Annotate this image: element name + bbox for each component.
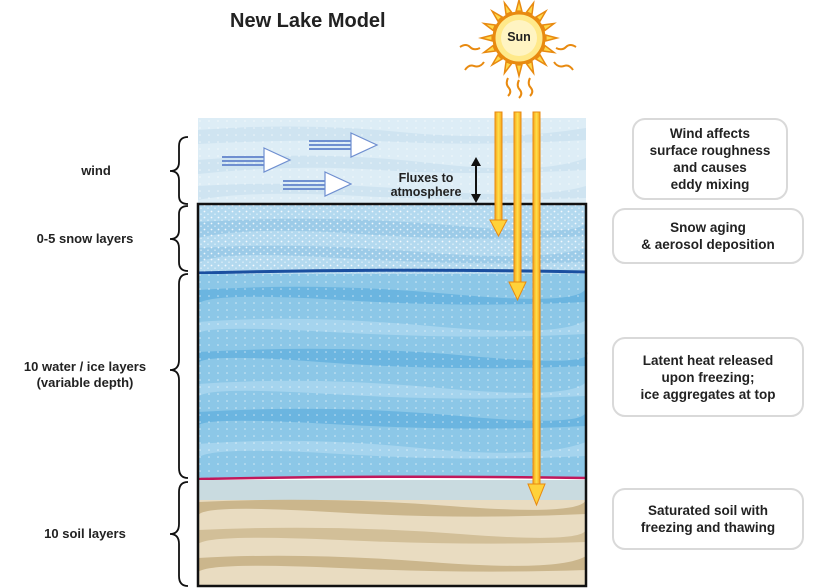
- sun-ray: [545, 34, 560, 42]
- sun-ray: [534, 53, 548, 67]
- sun-icon: [478, 0, 560, 79]
- water-soil-interface: [197, 475, 587, 481]
- solar-ray-2: [508, 111, 527, 302]
- wind-arrow-2: [309, 132, 379, 158]
- note-wind: Wind affects surface roughness and cause…: [632, 118, 788, 200]
- sun-ray: [490, 53, 504, 67]
- sun-ray: [478, 34, 493, 42]
- sun-ray: [515, 64, 523, 79]
- sun-ray: [534, 9, 548, 23]
- sun-emission-squiggles: [459, 44, 577, 99]
- note-latent-heat: Latent heat released upon freezing; ice …: [612, 337, 804, 417]
- brace-wind: [169, 136, 189, 205]
- brace-snow: [169, 205, 189, 272]
- sun-ray: [503, 0, 513, 16]
- solar-ray-3: [527, 111, 546, 507]
- note-snow: Snow aging & aerosol deposition: [612, 208, 804, 264]
- sun-ray: [541, 22, 557, 32]
- sun-ray: [525, 0, 535, 16]
- diagram-title: New Lake Model: [230, 10, 386, 32]
- layer-label-soil: 10 soil layers: [44, 526, 126, 541]
- flux-label: Fluxes to atmosphere: [390, 171, 462, 199]
- sun-ray: [481, 44, 497, 54]
- brace-water: [169, 273, 189, 479]
- sun-ray: [481, 22, 497, 32]
- water-zone: [197, 274, 588, 478]
- flux-arrow: [471, 157, 481, 203]
- layer-label-wind: wind: [81, 163, 111, 178]
- sun-label: Sun: [507, 30, 531, 44]
- solar-ray-1: [489, 111, 508, 238]
- sun-ray: [503, 60, 513, 76]
- layer-braces: [169, 136, 189, 587]
- note-soil: Saturated soil with freezing and thawing: [612, 488, 804, 550]
- lake-column-border: [196, 202, 588, 588]
- sun-ray: [515, 0, 523, 12]
- sun-ray: [541, 44, 557, 54]
- sun-ray: [525, 60, 535, 76]
- wind-arrow-1: [222, 147, 292, 173]
- layer-label-water-ice: 10 water / ice layers (variable depth): [23, 359, 147, 390]
- sun-ray: [490, 9, 504, 23]
- layer-label-snow: 0-5 snow layers: [36, 231, 134, 246]
- soil-zone: [198, 480, 587, 586]
- brace-soil: [169, 481, 189, 587]
- wind-arrow-3: [283, 171, 353, 197]
- snow-zone: [198, 204, 587, 274]
